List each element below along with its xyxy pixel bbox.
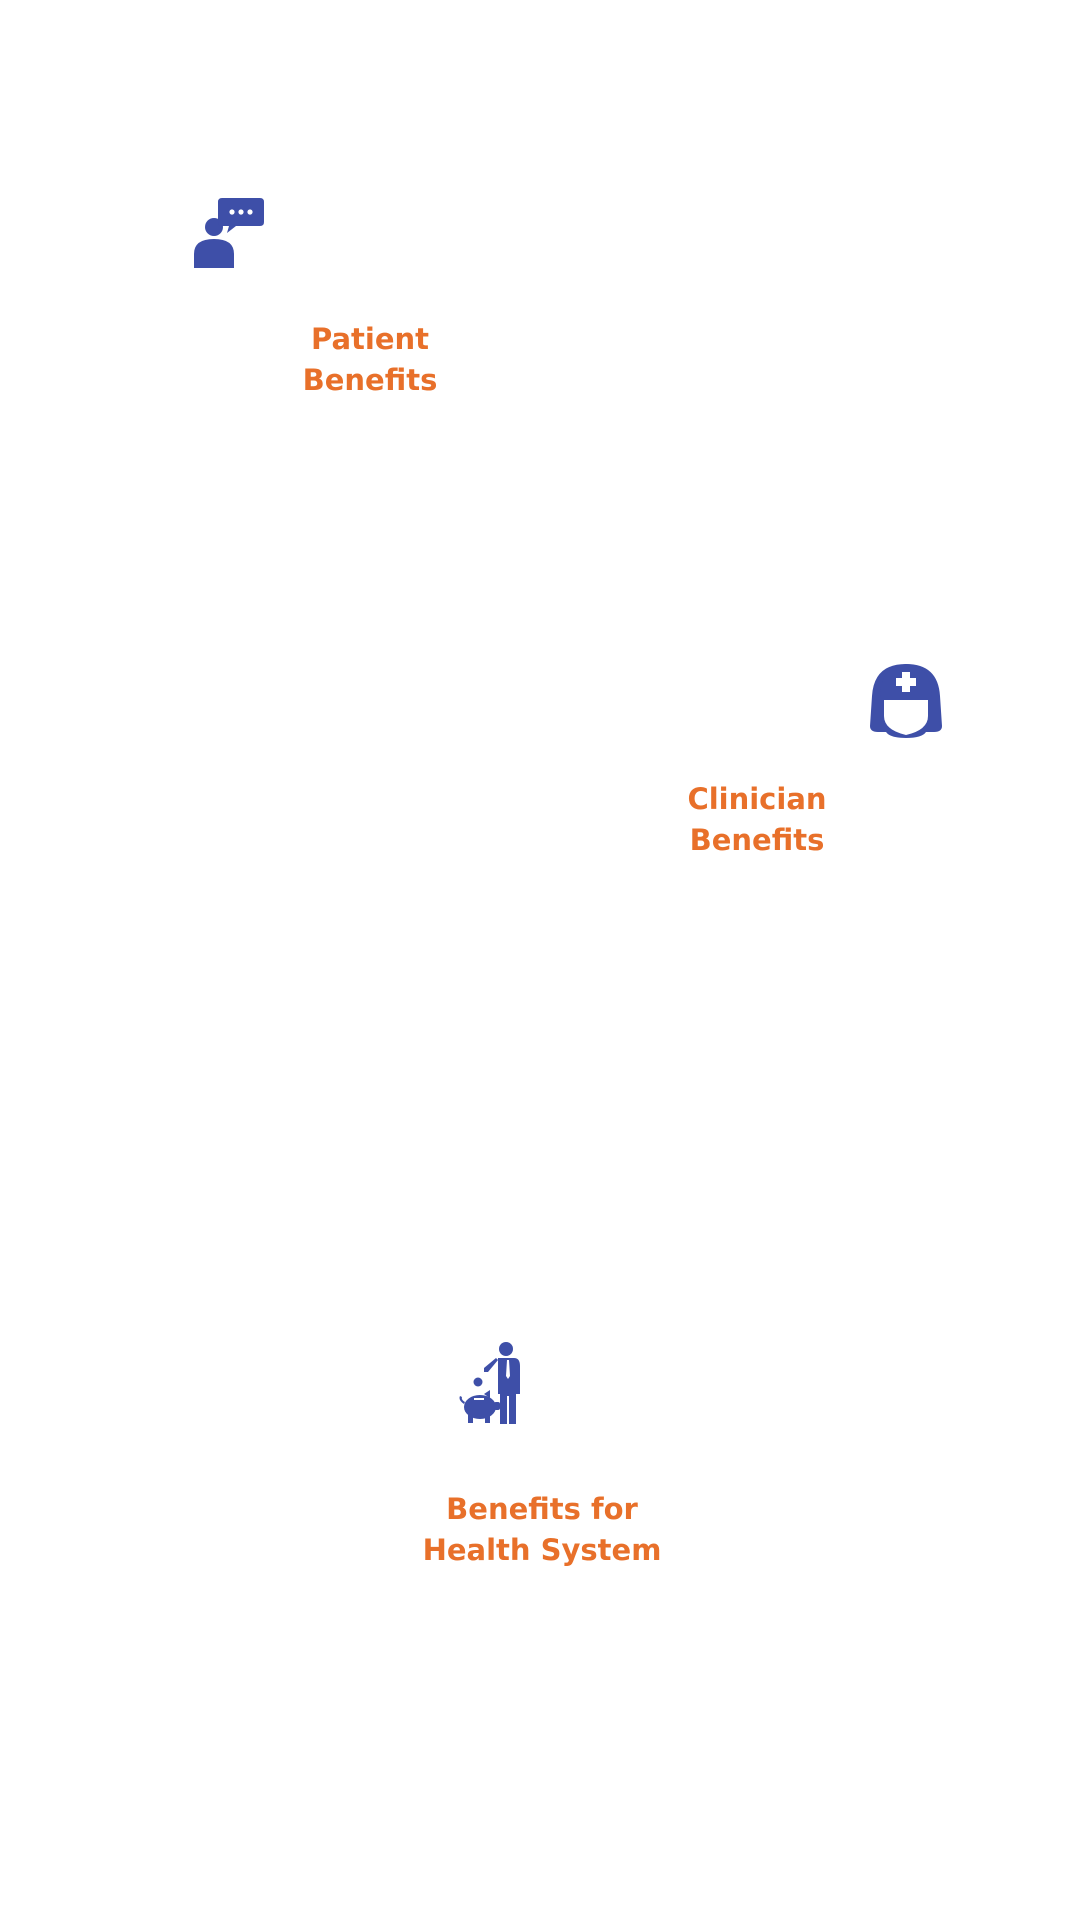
patient-benefits-line-1: Patient bbox=[310, 322, 430, 356]
patient-benefits-label: Patient Benefits bbox=[280, 319, 460, 401]
health-system-benefits-label: Benefits for Health System bbox=[412, 1489, 672, 1571]
nurse-icon bbox=[870, 664, 942, 738]
patient-benefits-line-2: Benefits bbox=[302, 363, 438, 397]
person-speech-bubble-icon bbox=[194, 198, 264, 268]
clinician-benefits-line-1: Clinician bbox=[687, 782, 827, 816]
clinician-benefits-line-2: Benefits bbox=[689, 823, 825, 857]
man-piggy-bank-icon bbox=[459, 1342, 520, 1424]
clinician-benefits-label: Clinician Benefits bbox=[667, 779, 847, 861]
health-system-benefits-line-2: Health System bbox=[422, 1533, 662, 1567]
health-system-benefits-line-1: Benefits for bbox=[446, 1492, 638, 1526]
